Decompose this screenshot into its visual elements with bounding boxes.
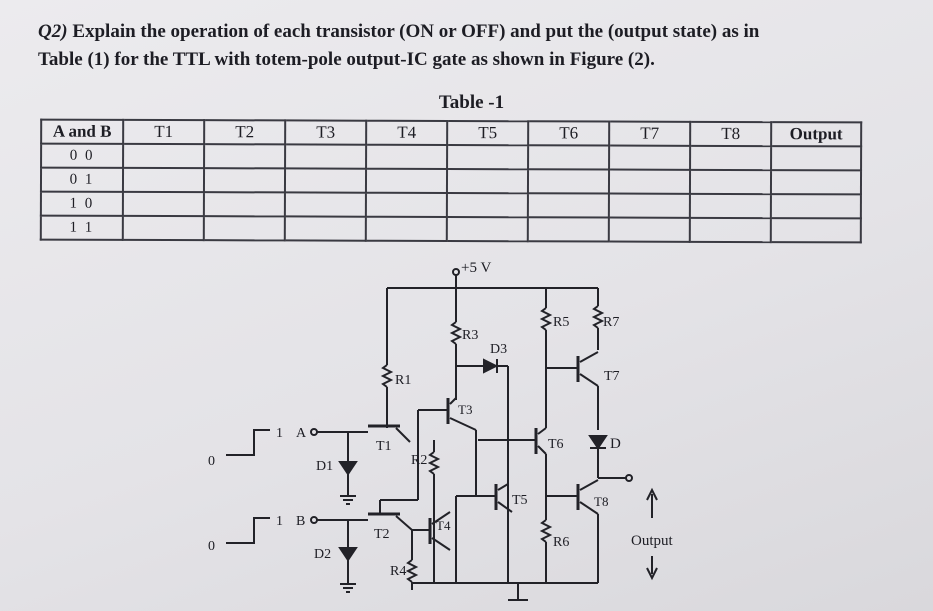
question-line-1: Explain the operation of each transistor… <box>72 21 760 42</box>
question-text: Q2) Explain the operation of each transi… <box>38 18 918 74</box>
label-t2: T2 <box>374 527 390 542</box>
input-b-pulse <box>226 517 270 544</box>
input-a-low: 0 <box>208 454 215 469</box>
resistor-r4 <box>405 559 419 583</box>
label-r4: R4 <box>390 564 406 579</box>
output-terminal <box>625 474 633 482</box>
resistor-r3 <box>449 321 463 345</box>
label-t7: T7 <box>604 369 620 384</box>
label-d3: D3 <box>490 342 507 357</box>
supply-terminal <box>452 268 460 276</box>
supply-label: +5 V <box>461 260 491 276</box>
diode-d <box>588 435 608 450</box>
arrow-up-icon <box>646 487 658 501</box>
question-number: Q2) <box>38 21 68 42</box>
input-b-terminal <box>310 516 318 524</box>
diode-d3 <box>483 358 499 374</box>
label-t1: T1 <box>376 439 392 454</box>
output-label: Output <box>631 533 674 549</box>
table-title: Table -1 <box>438 92 505 113</box>
resistor-r7 <box>591 305 605 329</box>
resistor-r2 <box>427 451 441 475</box>
input-a-terminal <box>310 428 318 436</box>
label-r3: R3 <box>462 328 478 343</box>
input-a-high: 1 <box>276 426 283 441</box>
diode-d1 <box>338 461 358 476</box>
input-b-label: B <box>296 514 305 529</box>
question-line-2: Table (1) for the TTL with totem-pole ou… <box>38 49 655 70</box>
label-r6: R6 <box>553 535 569 550</box>
label-r7: R7 <box>603 315 619 330</box>
label-t8: T8 <box>594 494 608 509</box>
resistor-r1 <box>380 364 394 388</box>
label-t3: T3 <box>458 402 472 417</box>
label-d1: D1 <box>316 459 333 474</box>
input-b-low: 0 <box>208 539 215 554</box>
label-t4: T4 <box>436 518 451 533</box>
label-r5: R5 <box>553 315 569 330</box>
label-d: D <box>610 436 621 452</box>
label-r2: R2 <box>411 453 427 468</box>
label-d2: D2 <box>314 547 331 562</box>
diode-d2 <box>338 547 358 562</box>
input-a-pulse <box>226 429 270 456</box>
input-a-label: A <box>296 426 307 441</box>
label-t6: T6 <box>548 437 564 452</box>
label-t5: T5 <box>512 493 528 508</box>
resistor-r5 <box>539 307 553 331</box>
arrow-down-icon <box>646 567 658 581</box>
label-r1: R1 <box>395 373 411 388</box>
input-b-high: 1 <box>276 514 283 529</box>
resistor-r6 <box>539 519 553 543</box>
